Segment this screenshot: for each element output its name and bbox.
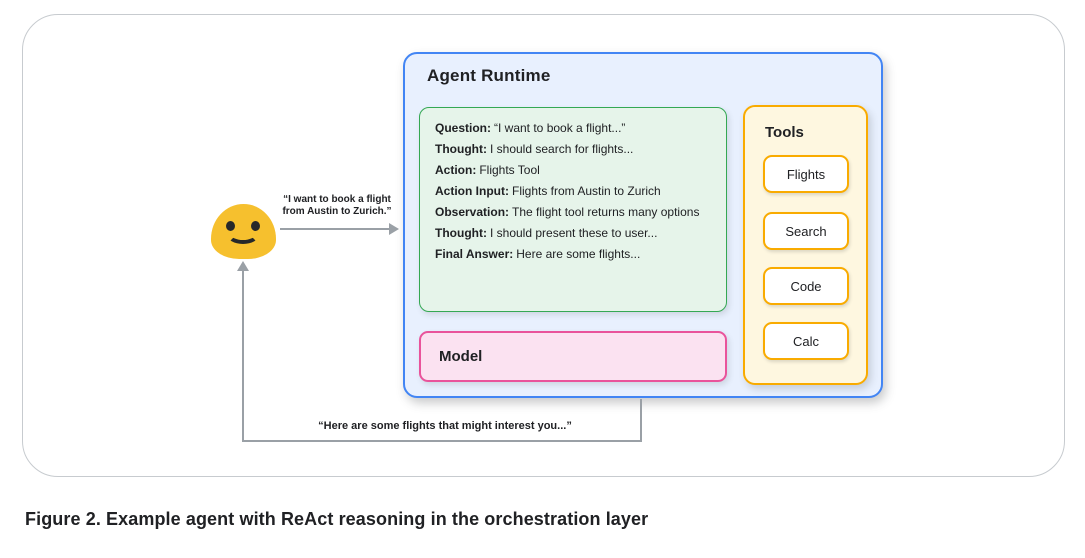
react-label: Action: [435, 163, 477, 177]
react-value: The flight tool returns many options [512, 205, 700, 219]
tools-panel: Tools Flights Search Code Calc [743, 105, 868, 385]
react-label: Question: [435, 121, 491, 135]
react-label: Final Answer: [435, 247, 514, 261]
react-line: Thought:I should present these to user..… [435, 223, 711, 244]
response-path-segment-across [242, 440, 642, 442]
react-line: Action Input:Flights from Austin to Zuri… [435, 181, 711, 202]
react-value: Flights from Austin to Zurich [511, 184, 661, 198]
request-arrow [280, 228, 392, 230]
emoji-right-eye [251, 221, 260, 231]
agent-runtime-title: Agent Runtime [427, 66, 551, 85]
react-line: Question:“I want to book a flight...” [435, 118, 711, 139]
figure-caption: Figure 2. Example agent with ReAct reaso… [25, 509, 649, 529]
tool-code: Code [763, 267, 849, 305]
react-label: Thought: [435, 142, 487, 156]
tool-search: Search [763, 212, 849, 250]
react-value: I should present these to user... [489, 226, 658, 240]
react-label: Observation: [435, 205, 510, 219]
react-line: Thought:I should search for flights... [435, 139, 711, 160]
react-line: Action:Flights Tool [435, 160, 711, 181]
tool-calc: Calc [763, 322, 849, 360]
request-arrow-head-icon [389, 223, 399, 235]
tool-flights: Flights [763, 155, 849, 193]
response-arrow-head-icon [237, 261, 249, 271]
react-value: “I want to book a flight...” [494, 121, 626, 135]
react-trace-box: Question:“I want to book a flight...” Th… [419, 107, 727, 312]
model-box: Model [419, 331, 727, 382]
react-value: I should search for flights... [489, 142, 634, 156]
response-path-segment-down [640, 399, 642, 442]
agent-response-text: “Here are some flights that might intere… [318, 420, 572, 432]
model-label: Model [439, 348, 483, 365]
react-value: Here are some flights... [516, 247, 641, 261]
react-line: Observation:The flight tool returns many… [435, 202, 711, 223]
response-path-segment-up [242, 271, 244, 442]
user-request-line2: from Austin to Zurich.” [282, 205, 392, 217]
react-line: Final Answer:Here are some flights... [435, 244, 711, 265]
react-label: Thought: [435, 226, 487, 240]
emoji-left-eye [226, 221, 235, 231]
emoji-smile [227, 225, 259, 244]
user-request-line1: “I want to book a flight [283, 194, 391, 205]
react-value: Flights Tool [479, 163, 540, 177]
user-request-text: “I want to book a flight from Austin to … [276, 194, 398, 217]
user-smiley-emoji-icon [211, 204, 276, 259]
react-label: Action Input: [435, 184, 509, 198]
tools-title: Tools [765, 124, 804, 141]
